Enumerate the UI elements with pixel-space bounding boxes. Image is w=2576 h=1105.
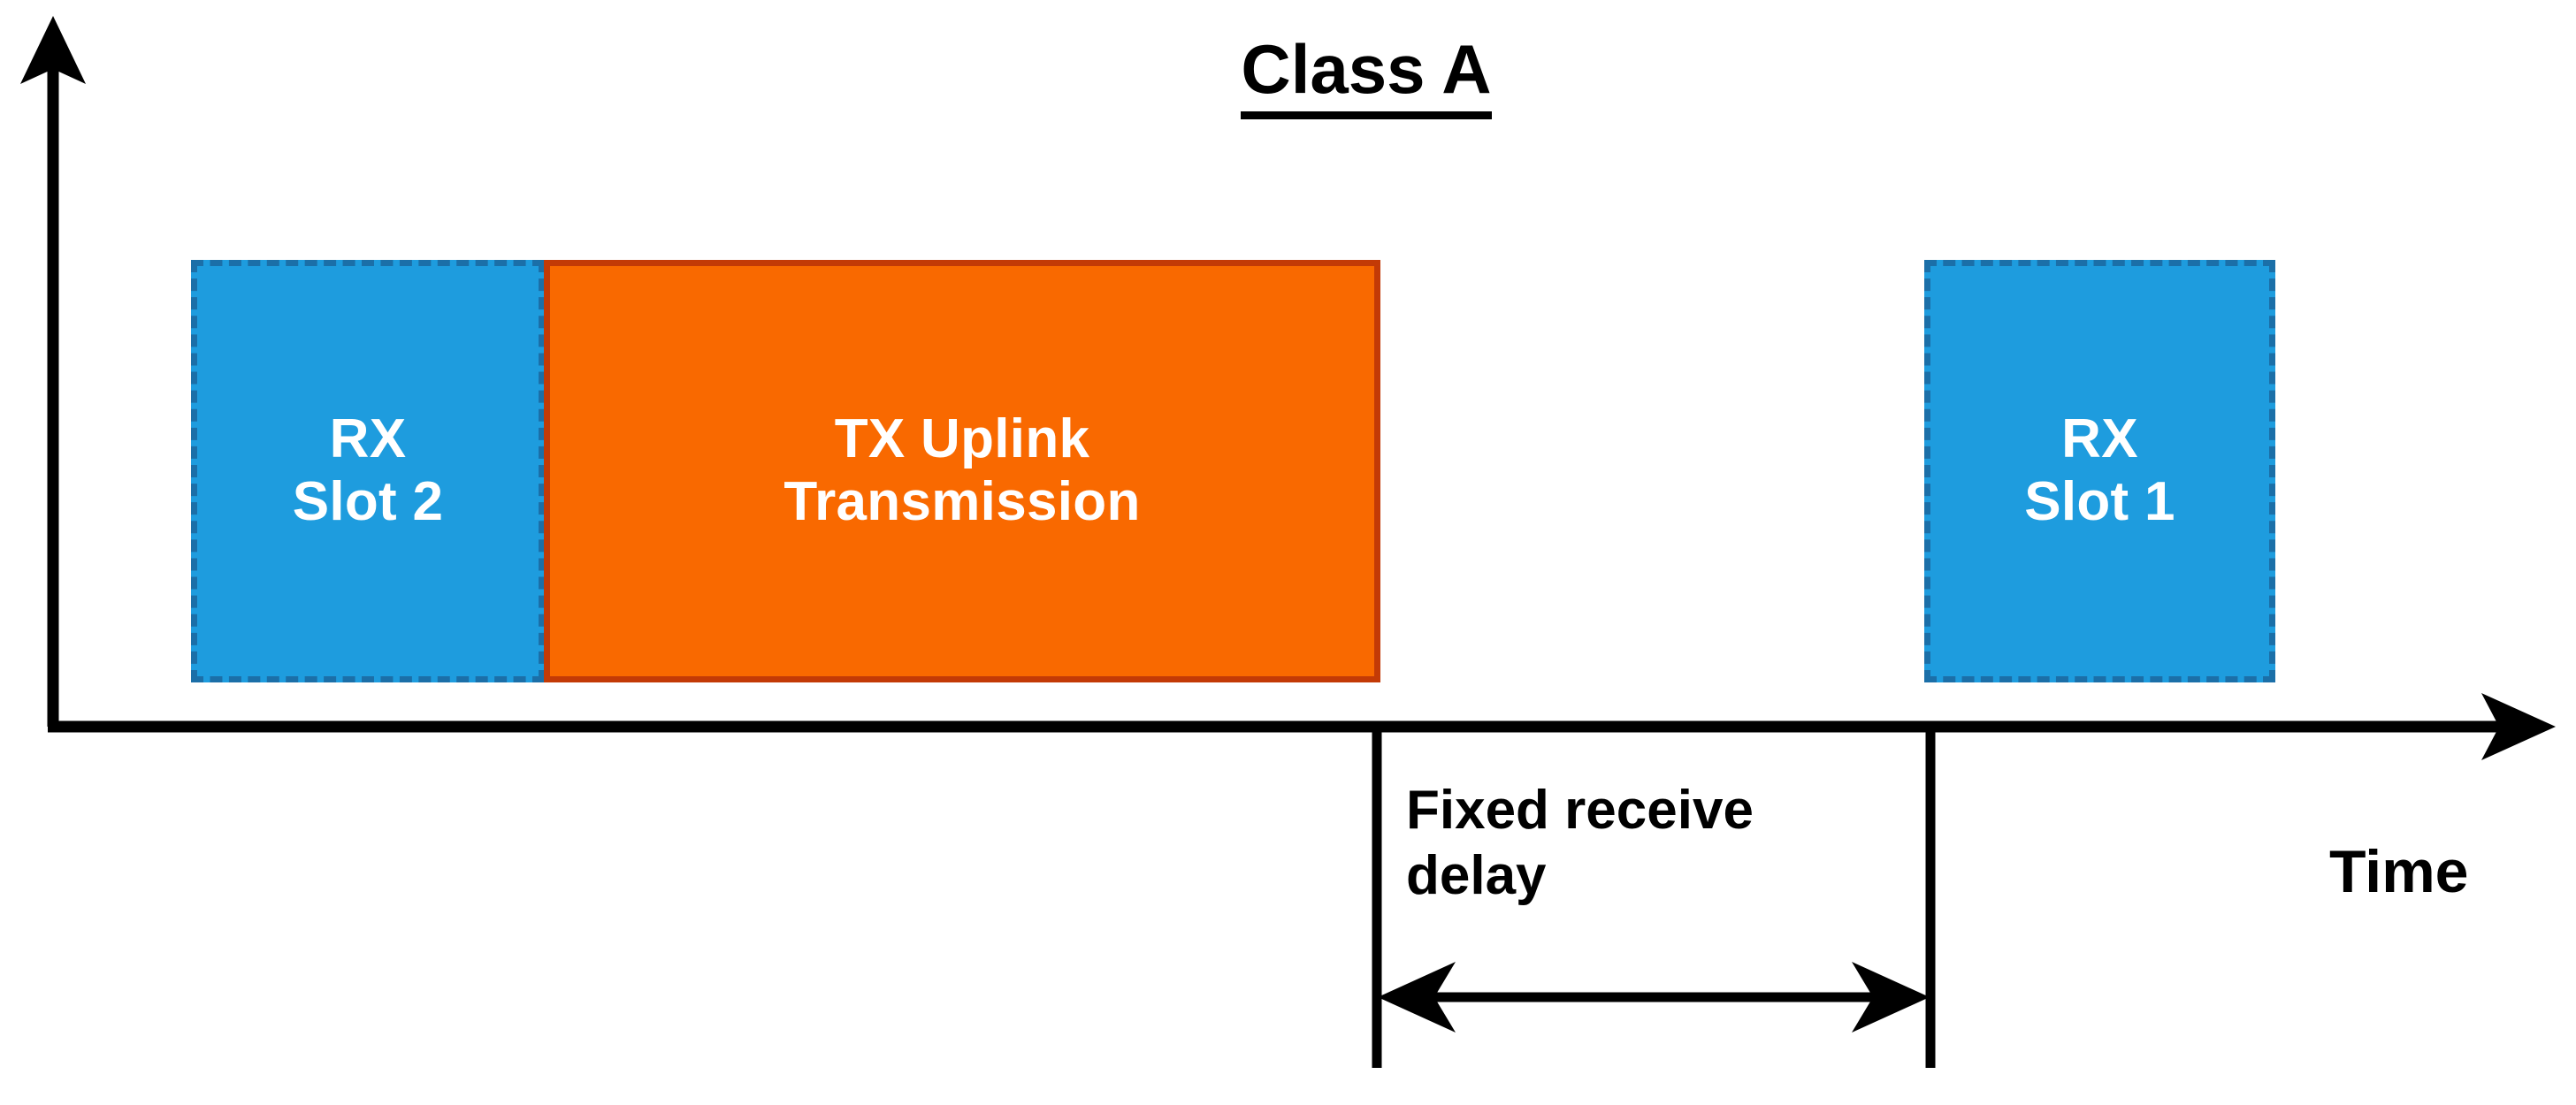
delay-arrow-head-right — [1852, 962, 1930, 1033]
block-rx-slot-2-line-1: RX — [329, 408, 407, 470]
block-rx-slot-2-line-2: Slot 2 — [292, 471, 444, 532]
time-axis-arrowhead — [2481, 693, 2556, 760]
block-tx-uplink-line-2: Transmission — [784, 471, 1141, 532]
vertical-axis-arrowhead — [20, 16, 86, 84]
delay-arrow-head-left — [1378, 962, 1456, 1033]
block-rx-slot-2[interactable]: RX Slot 2 — [191, 260, 545, 682]
block-rx-slot-1-line-2: Slot 1 — [2024, 471, 2175, 532]
block-rx-slot-1-line-1: RX — [2061, 408, 2138, 470]
label-fixed-receive-delay-line-2: delay — [1406, 845, 1547, 907]
diagram-title-text: Class A — [1241, 33, 1492, 119]
block-rx-slot-1[interactable]: RX Slot 1 — [1924, 260, 2275, 682]
block-tx-uplink-line-1: TX Uplink — [834, 408, 1090, 470]
block-tx-uplink-transmission[interactable]: TX Uplink Transmission — [544, 260, 1380, 682]
diagram-title: Class A — [1039, 33, 1693, 119]
label-fixed-receive-delay-line-1: Fixed receive — [1406, 780, 1754, 841]
label-fixed-receive-delay: Fixed receive delay — [1406, 778, 1754, 910]
label-time-axis: Time — [2329, 838, 2469, 905]
